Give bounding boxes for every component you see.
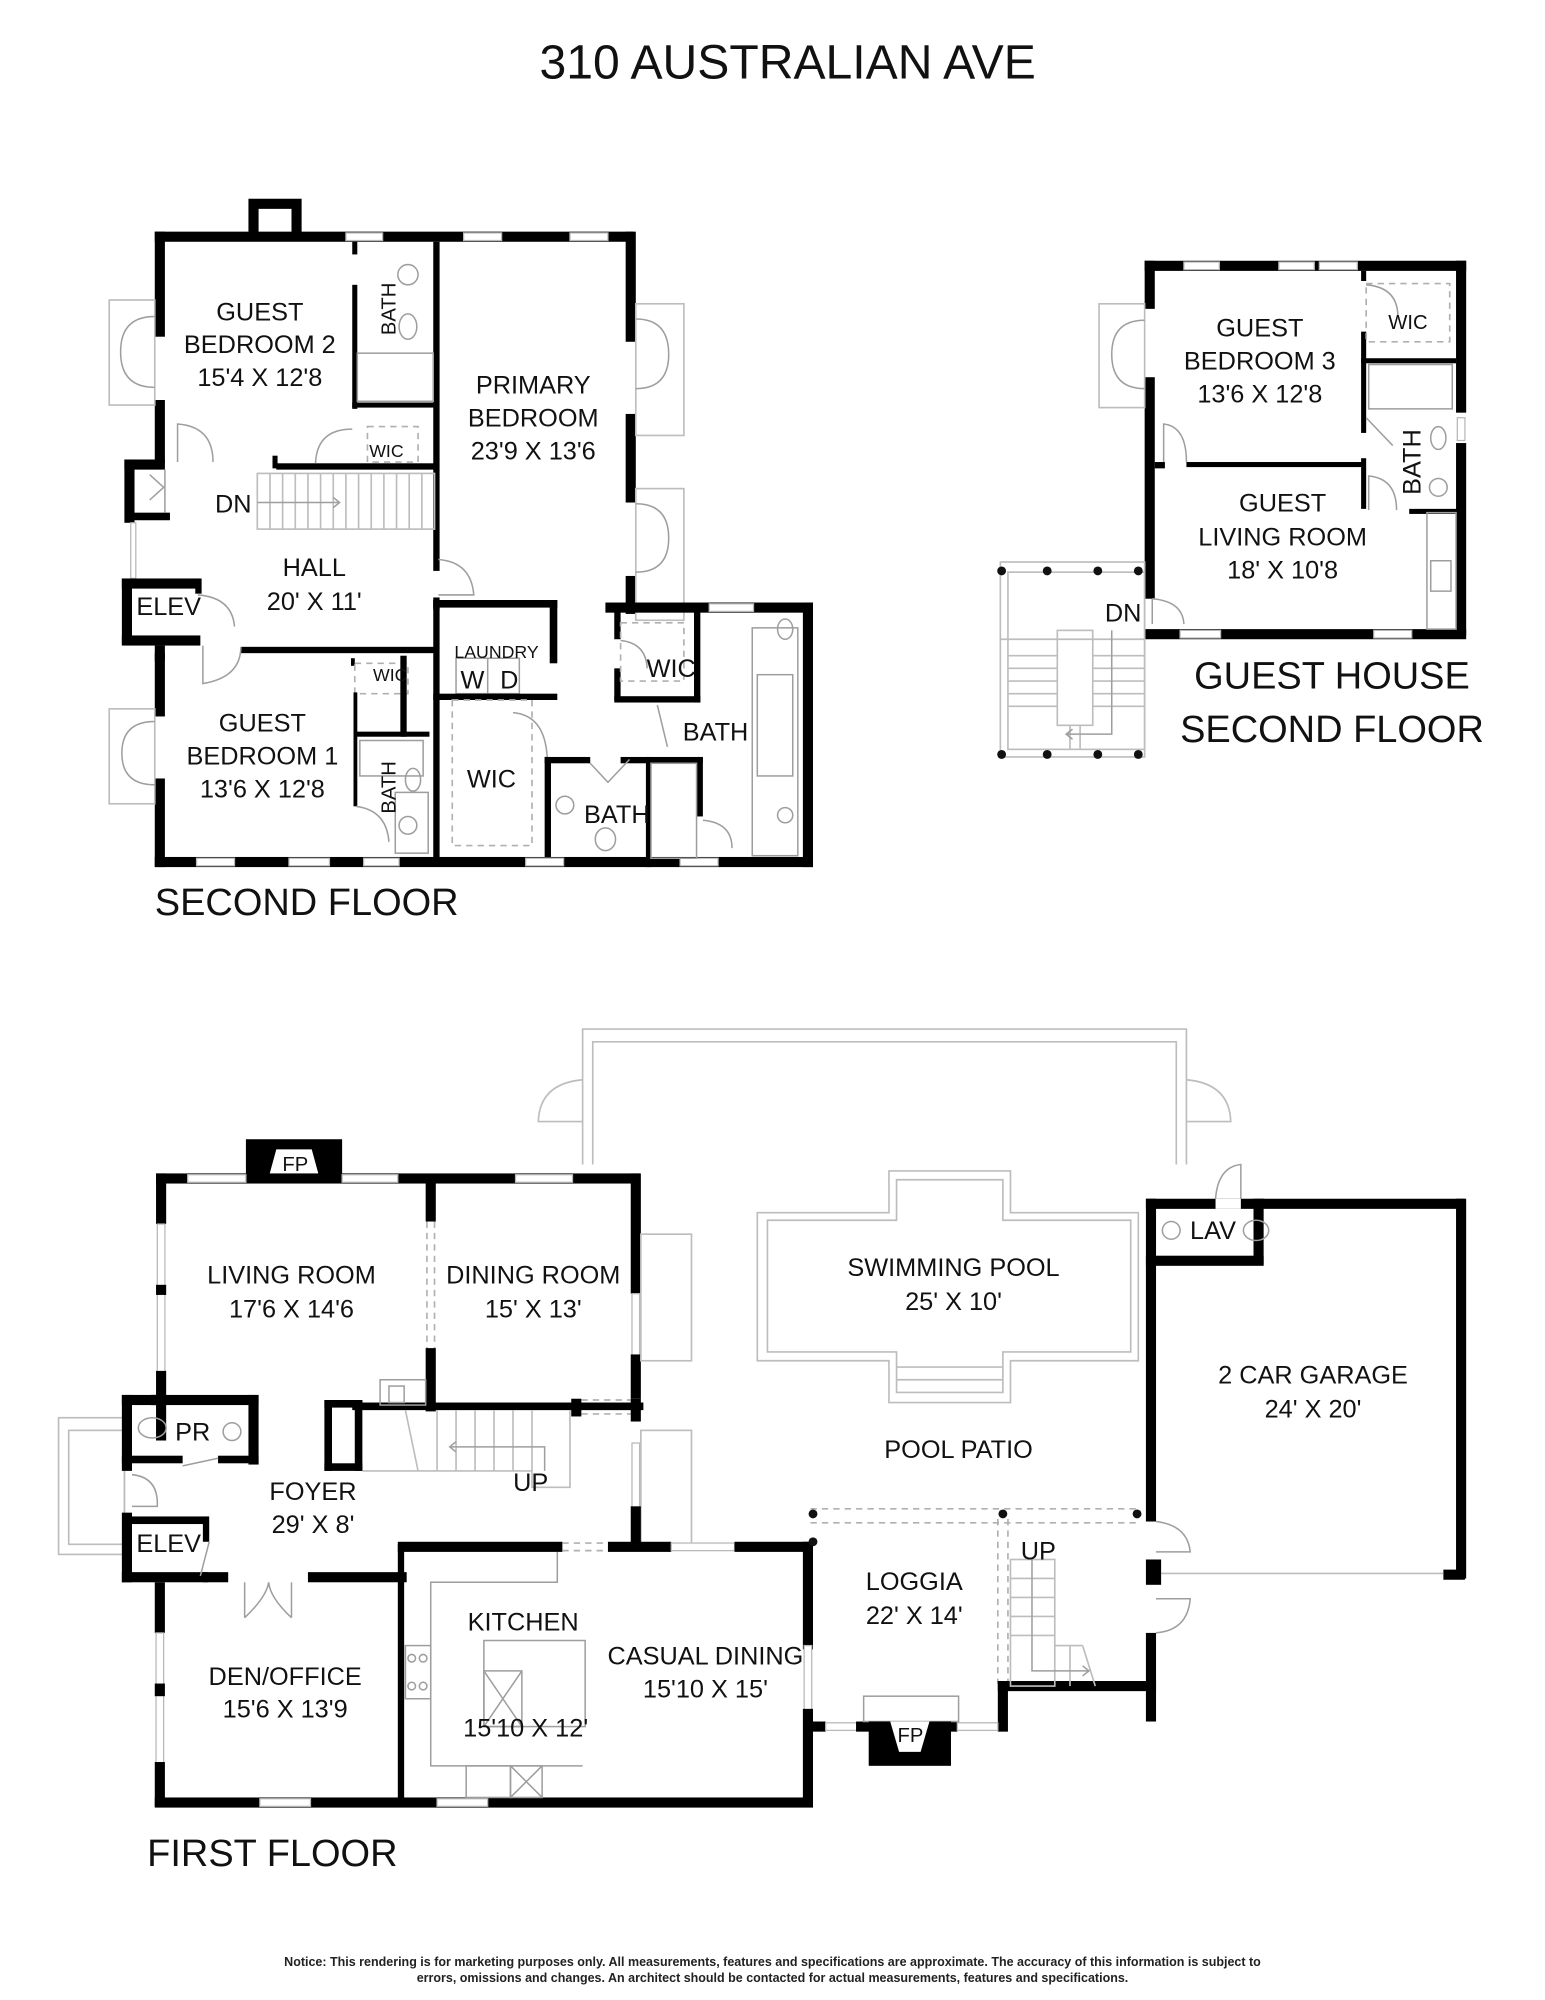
kitchen-dims: 15'10 X 12' bbox=[463, 1715, 588, 1743]
dining-room-dims: 15' X 13' bbox=[485, 1296, 582, 1324]
laundry-label: LAUNDRY bbox=[454, 642, 539, 662]
guest-house-label-1: GUEST HOUSE bbox=[1194, 656, 1470, 698]
loggia-stairs-up-label: UP bbox=[1021, 1537, 1056, 1565]
page-title: 310 AUSTRALIAN AVE bbox=[540, 35, 1036, 89]
living-room-name: LIVING ROOM bbox=[207, 1262, 376, 1290]
guest-bedroom-2-name-2: BEDROOM 2 bbox=[184, 331, 336, 359]
garage-name: 2 CAR GARAGE bbox=[1218, 1362, 1408, 1390]
primary-bedroom-dims: 23'9 X 13'6 bbox=[471, 437, 596, 465]
notice-line-2: errors, omissions and changes. An archit… bbox=[416, 1971, 1129, 1985]
garage-dims: 24' X 20' bbox=[1265, 1396, 1362, 1424]
kitchen-name: KITCHEN bbox=[468, 1608, 579, 1636]
pool-patio-label: POOL PATIO bbox=[884, 1436, 1033, 1464]
fp-loggia-label: FP bbox=[898, 1725, 924, 1747]
lav-label: LAV bbox=[1190, 1217, 1236, 1245]
guest-house-labels: GUEST BEDROOM 3 13'6 X 12'8 WIC BATH GUE… bbox=[1105, 312, 1484, 751]
den-office-dims: 15'6 X 13'9 bbox=[223, 1696, 348, 1724]
wic-d-label: WIC bbox=[647, 655, 696, 683]
wic-a-label: WIC bbox=[369, 441, 404, 461]
guest-living-room-name-1: GUEST bbox=[1239, 489, 1326, 517]
loggia-name: LOGGIA bbox=[866, 1568, 963, 1596]
bath-d-label: BATH bbox=[378, 761, 400, 814]
stairs-up-label: UP bbox=[513, 1469, 548, 1497]
bath-c-label: BATH bbox=[584, 801, 650, 829]
second-floor-label: SECOND FLOOR bbox=[155, 882, 459, 924]
stairs-dn-label: DN bbox=[215, 491, 252, 519]
dryer-label: D bbox=[500, 667, 518, 695]
guest-bedroom-1-name-1: GUEST bbox=[219, 710, 306, 738]
casual-dining-dims: 15'10 X 15' bbox=[643, 1675, 768, 1703]
casual-dining-name: CASUAL DINING bbox=[607, 1643, 803, 1671]
disclaimer-notice: Notice: This rendering is for marketing … bbox=[0, 1954, 1545, 1986]
second-floor-labels: GUEST BEDROOM 2 15'4 X 12'8 BATH WIC PRI… bbox=[136, 283, 748, 925]
gh-bath-label: BATH bbox=[1399, 429, 1427, 495]
living-room-dims: 17'6 X 14'6 bbox=[229, 1296, 354, 1324]
guest-bedroom-3-name-2: BEDROOM 3 bbox=[1184, 348, 1336, 376]
washer-label: W bbox=[461, 667, 485, 695]
wic-b-label: WIC bbox=[373, 665, 408, 685]
dining-room-name: DINING ROOM bbox=[446, 1262, 620, 1290]
hall-dims: 20' X 11' bbox=[267, 588, 362, 616]
gh-wic-label: WIC bbox=[1388, 312, 1427, 334]
notice-line-1: Notice: This rendering is for marketing … bbox=[284, 1955, 1261, 1969]
guest-living-room-dims: 18' X 10'8 bbox=[1227, 556, 1338, 584]
elev-label: ELEV bbox=[136, 593, 201, 621]
den-office-name: DEN/OFFICE bbox=[209, 1663, 362, 1691]
guest-bedroom-3-dims: 13'6 X 12'8 bbox=[1197, 381, 1322, 409]
primary-bedroom-name-2: BEDROOM bbox=[468, 405, 599, 433]
fp-living-label: FP bbox=[282, 1154, 308, 1176]
guest-bedroom-1-dims: 13'6 X 12'8 bbox=[200, 775, 325, 803]
hall-name: HALL bbox=[283, 554, 346, 582]
guest-house-plan bbox=[997, 260, 1467, 759]
second-floor-plan bbox=[108, 198, 814, 868]
loggia-dims: 22' X 14' bbox=[866, 1602, 963, 1630]
first-floor-labels: FP LIVING ROOM 17'6 X 14'6 DINING ROOM 1… bbox=[136, 1154, 1408, 1875]
swimming-pool-name: SWIMMING POOL bbox=[847, 1254, 1059, 1282]
guest-bedroom-1-name-2: BEDROOM 1 bbox=[186, 743, 338, 771]
elev-first-label: ELEV bbox=[136, 1530, 201, 1558]
guest-living-room-name-2: LIVING ROOM bbox=[1198, 524, 1367, 552]
first-floor-label: FIRST FLOOR bbox=[147, 1833, 397, 1875]
first-floor-plan bbox=[57, 1028, 1467, 1808]
guest-bedroom-2-name-1: GUEST bbox=[216, 298, 303, 326]
guest-house-label-2: SECOND FLOOR bbox=[1180, 709, 1484, 751]
gh-stairs-dn-label: DN bbox=[1105, 600, 1142, 628]
bath-b-label: BATH bbox=[683, 719, 749, 747]
guest-bedroom-2-dims: 15'4 X 12'8 bbox=[197, 364, 322, 392]
foyer-name: FOYER bbox=[269, 1478, 356, 1506]
pr-label: PR bbox=[175, 1419, 210, 1447]
guest-bedroom-3-name-1: GUEST bbox=[1216, 315, 1303, 343]
swimming-pool-dims: 25' X 10' bbox=[905, 1288, 1002, 1316]
wic-c-label: WIC bbox=[467, 765, 516, 793]
primary-bedroom-name-1: PRIMARY bbox=[476, 372, 591, 400]
bath-a-label: BATH bbox=[378, 283, 400, 336]
foyer-dims: 29' X 8' bbox=[272, 1511, 355, 1539]
